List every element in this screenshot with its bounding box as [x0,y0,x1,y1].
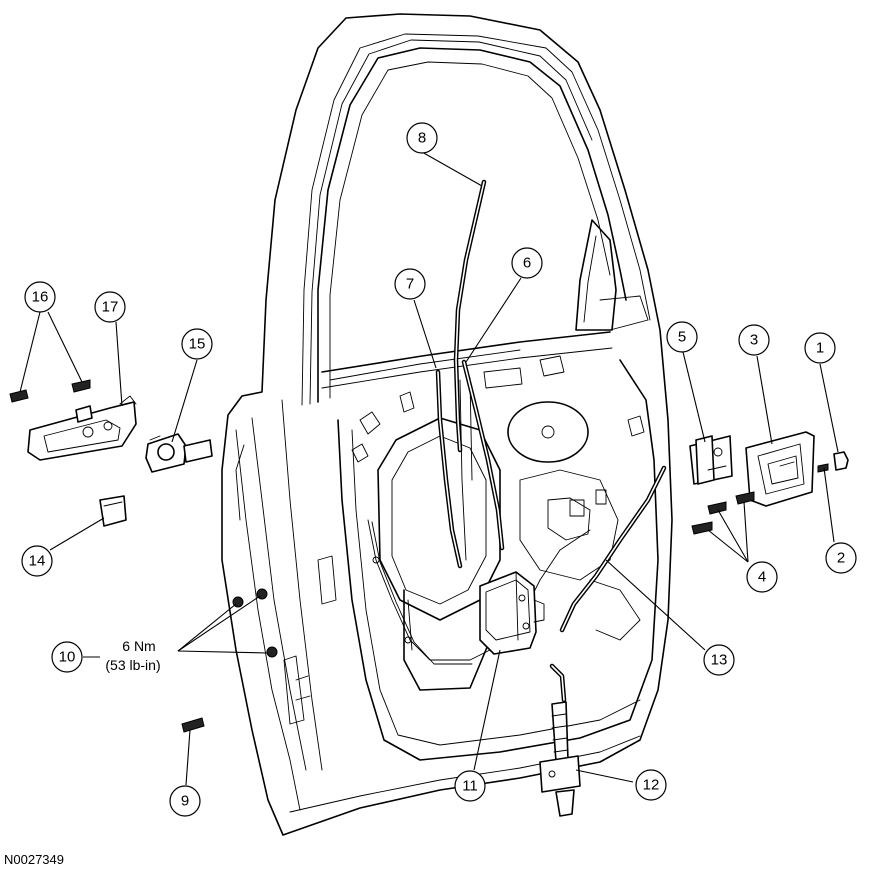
callout-3-label: 3 [750,332,758,349]
callout-4-label: 4 [758,569,766,586]
callout-7: 7 [394,268,426,300]
torque-imperial: (53 lb-in) [105,657,160,673]
callout-16-label: 16 [32,289,49,306]
callout-3: 3 [738,324,770,356]
callout-13: 13 [703,644,735,676]
callout-15: 15 [181,328,213,360]
callout-13-label: 13 [711,652,728,669]
rod-7 [435,369,463,569]
leader-lines [19,151,839,786]
callout-4: 4 [746,561,778,593]
callout-6: 6 [511,247,543,279]
callout-17-label: 17 [102,299,119,316]
callout-15-label: 15 [189,336,206,353]
callout-17: 17 [94,291,126,323]
torque-value: 6 Nm [122,638,155,654]
callout-11: 11 [454,770,486,802]
outer-handle-bracket-17 [27,395,137,461]
fasteners-4 [691,491,755,535]
rod-8 [453,179,487,453]
callout-1-label: 1 [816,340,824,357]
bracket-5 [689,435,733,485]
clip-14 [99,495,127,527]
callout-12: 12 [635,769,667,801]
callout-5: 5 [666,321,698,353]
callout-8: 8 [406,122,438,154]
callout-10: 10 [51,641,83,673]
latch-assembly-11 [479,571,545,655]
bezel-cap-1 [833,451,849,471]
figure-code: N0027349 [4,852,64,867]
callout-7-label: 7 [406,276,414,293]
callout-12-label: 12 [643,777,660,794]
rod-13 [559,465,667,633]
callout-11-label: 11 [462,778,478,795]
lock-cylinder-15 [145,433,213,473]
callout-8-label: 8 [418,130,426,147]
screws-16 [9,379,91,403]
rod-6 [461,359,505,551]
callout-5-label: 5 [678,329,686,346]
callout-9-label: 9 [181,793,189,810]
callout-6-label: 6 [523,255,531,272]
bolts-10 [232,588,278,658]
door-shell [221,13,673,836]
callout-14: 14 [21,545,53,577]
callout-16: 16 [24,281,56,313]
callout-2-label: 2 [837,550,845,567]
callout-9: 9 [169,785,201,817]
screw-2 [817,463,829,473]
pin-9 [181,717,205,733]
callout-10-label: 10 [59,649,76,666]
callout-1: 1 [804,332,836,364]
inner-handle-3 [745,431,815,507]
actuator-12 [539,663,581,817]
callout-2: 2 [825,542,857,574]
callout-14-label: 14 [29,553,46,570]
